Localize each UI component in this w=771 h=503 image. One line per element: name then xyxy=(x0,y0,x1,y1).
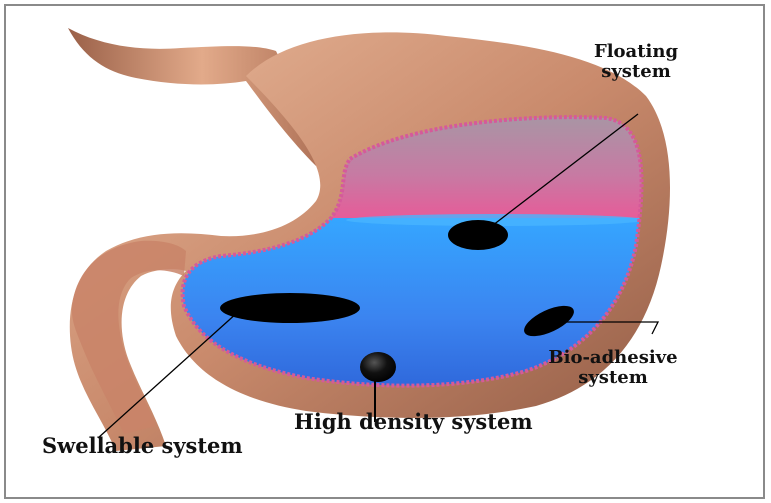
floating-label-line1: Floating xyxy=(584,42,688,62)
floating-label-line2: system xyxy=(584,62,688,82)
bioadhesive-label-line1: Bio-adhesive xyxy=(542,348,684,368)
figure-frame: Floating system Bio-adhesive system High… xyxy=(4,4,765,499)
bioadhesive-label-line2: system xyxy=(542,368,684,388)
swellable-system-tablet xyxy=(220,293,360,323)
swellable-system-label: Swellable system xyxy=(42,434,243,457)
high-density-system-pellet xyxy=(360,352,396,382)
bioadhesive-system-label: Bio-adhesive system xyxy=(542,348,684,388)
high-density-system-label: High density system xyxy=(294,410,533,433)
floating-system-label: Floating system xyxy=(584,42,688,82)
duodenum xyxy=(72,241,186,434)
floating-system-tablet xyxy=(448,220,508,250)
